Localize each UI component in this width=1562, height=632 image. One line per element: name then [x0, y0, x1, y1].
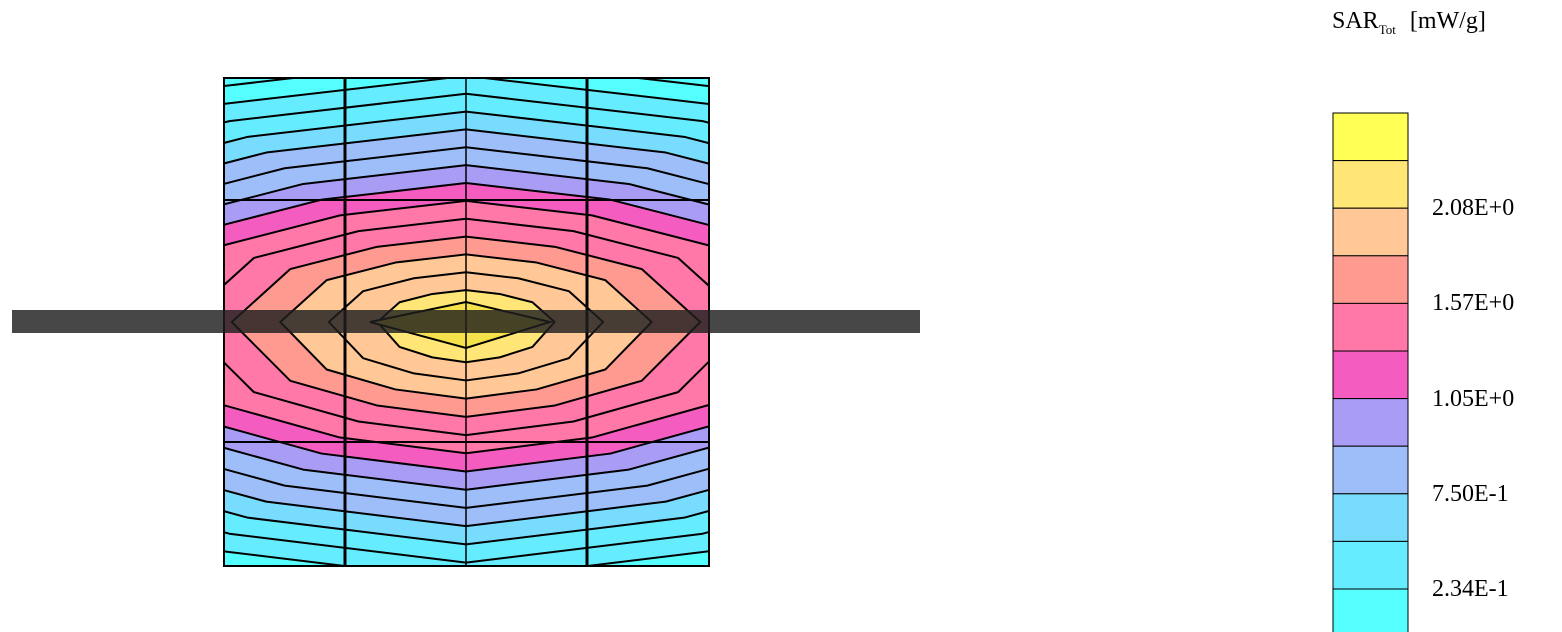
legend-swatch: [1332, 540, 1409, 590]
legend-swatch: [1332, 493, 1409, 542]
legend-swatch: [1332, 160, 1409, 209]
color-legend: [1332, 112, 1409, 632]
legend-title: SARTot [mW/g]: [1332, 8, 1486, 38]
legend-swatch: [1332, 398, 1409, 447]
legend-tick-label: 1.05E+0: [1432, 385, 1515, 412]
legend-swatch: [1332, 112, 1409, 162]
feed-line-bar: [12, 310, 920, 333]
mesh-grid: [12, 77, 920, 567]
legend-swatch: [1332, 255, 1409, 304]
legend-swatch: [1332, 350, 1409, 400]
legend-quantity-subscript: Tot: [1378, 22, 1396, 37]
legend-unit: [mW/g]: [1409, 8, 1486, 34]
legend-swatch: [1332, 445, 1409, 495]
legend-tick-label: 7.50E-1: [1432, 480, 1509, 507]
legend-tick-label: 2.34E-1: [1432, 576, 1509, 602]
legend-swatch: [1332, 302, 1409, 352]
legend-tick-label: 2.08E+0: [1432, 195, 1515, 222]
legend-tick-label: 1.57E+0: [1432, 290, 1515, 317]
legend-swatch: [1332, 588, 1409, 632]
legend-quantity: SAR: [1332, 8, 1379, 34]
legend-swatch: [1332, 207, 1409, 257]
